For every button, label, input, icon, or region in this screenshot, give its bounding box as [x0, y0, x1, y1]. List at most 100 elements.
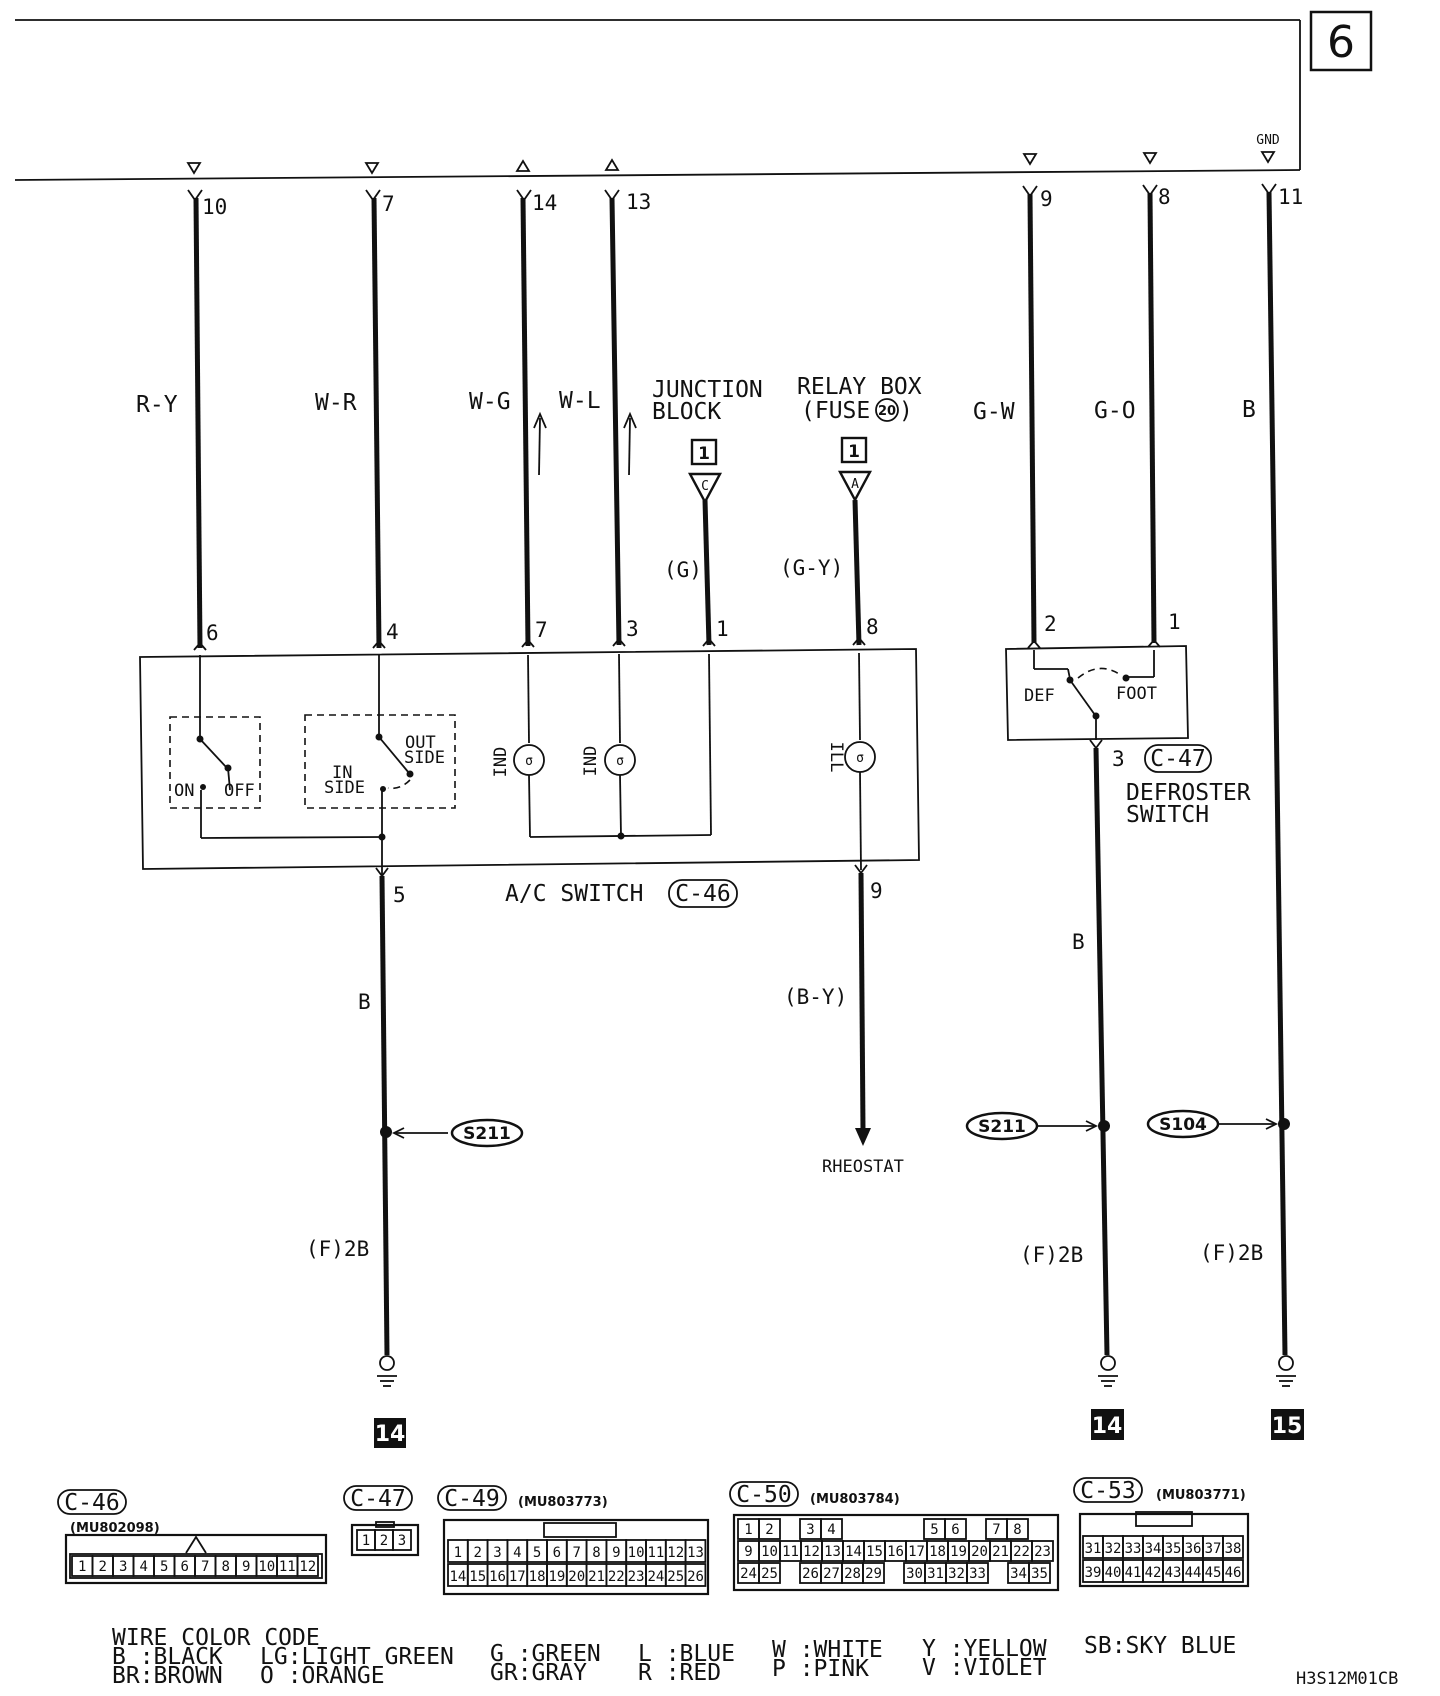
ac-switch-label: A/C SWITCH: [505, 881, 643, 907]
current-arrows: [533, 411, 637, 476]
wire-f2b-mid: (F)2B: [1020, 1243, 1083, 1267]
c53-pin-42: 42: [1145, 1565, 1162, 1581]
ac-pin-9: 9: [870, 879, 883, 903]
c53-pin-44: 44: [1185, 1565, 1202, 1581]
ac-pin-6: 6: [206, 621, 219, 645]
c50-pin-29-cell: [862, 1562, 885, 1584]
c50-pin-1: 1: [744, 1522, 752, 1538]
def-switch-label-2: SWITCH: [1126, 802, 1209, 828]
c50-pin-17: 17: [908, 1544, 925, 1560]
c50-pin-24: 24: [740, 1566, 757, 1582]
in-side-label-1: IN: [332, 763, 352, 783]
wire-g-y-paren: (G-Y): [780, 556, 843, 580]
switch-on-label: ON: [174, 781, 194, 801]
legend-y: Y :YELLOW: [922, 1636, 1047, 1662]
c46-pin-7: 7: [201, 1559, 209, 1575]
legend-sb: SB:SKY BLUE: [1084, 1633, 1236, 1659]
page-number-box: 6: [1309, 10, 1373, 72]
legend-p: P :PINK: [772, 1656, 869, 1682]
c50-pin-29: 29: [865, 1566, 882, 1582]
wire-g-paren: (G): [664, 558, 702, 582]
gnd-label: GND: [1256, 133, 1280, 148]
ground-mid: 14: [1091, 1355, 1124, 1440]
c53-pin-40: 40: [1105, 1565, 1122, 1581]
legend-v: V :VIOLET: [922, 1655, 1047, 1681]
wire-g-o: G-O: [1094, 398, 1136, 424]
wire-b-mid-right: B: [1072, 930, 1085, 954]
c49-pin-9: 9: [612, 1545, 620, 1561]
wire-color-legend: WIRE COLOR CODE B :BLACK BR:BROWN LG:LIG…: [112, 1625, 1236, 1689]
c49-pin-2: 2: [473, 1545, 481, 1561]
c49-pin-26: 26: [687, 1569, 704, 1585]
c50-pin-34: 34: [1010, 1566, 1027, 1582]
c50-pin-20: 20: [971, 1544, 988, 1560]
terminal-10: 10: [202, 195, 227, 219]
ind-label-1: IND: [491, 747, 511, 778]
c46-pin-5: 5: [160, 1559, 168, 1575]
splice-s104: S104: [1146, 1109, 1290, 1139]
c53-pin-45: 45: [1205, 1565, 1222, 1581]
c50-pin-10: 10: [761, 1544, 778, 1560]
ac-pin-1: 1: [716, 617, 729, 641]
c49-pin-21: 21: [588, 1569, 605, 1585]
c46-id: C-46: [64, 1490, 119, 1516]
c53-pin-37: 37: [1205, 1541, 1222, 1557]
junction-block-pin: C: [701, 479, 709, 494]
svg-text:σ: σ: [856, 751, 864, 766]
c47-id: C-47: [350, 1486, 405, 1512]
terminal-13: 13: [626, 190, 651, 214]
terminal-11: 11: [1278, 185, 1303, 209]
c53-pin-46-cell: [1222, 1559, 1244, 1583]
c46-pin-12: 12: [299, 1559, 316, 1575]
out-side-label-2: SIDE: [404, 748, 445, 768]
c50-pin-12: 12: [803, 1544, 820, 1560]
wire-w-l: W-L: [559, 388, 601, 414]
c49-pin-20: 20: [568, 1569, 585, 1585]
ill-label: ILL: [826, 742, 846, 773]
ac-pin-5: 5: [393, 883, 406, 907]
ac-pin-8: 8: [866, 615, 879, 639]
legend-lg: LG:LIGHT GREEN: [260, 1644, 454, 1670]
c46-pin-1: 1: [78, 1559, 86, 1575]
c49-pin-16: 16: [489, 1569, 506, 1585]
c50-pin-25-cell: [758, 1562, 781, 1584]
ground-mid-number: 14: [1092, 1414, 1123, 1439]
c49-pin-22: 22: [608, 1569, 625, 1585]
def-switch-connector: C-47: [1150, 746, 1205, 772]
c49-pin-5: 5: [533, 1545, 541, 1561]
c50-pin-27: 27: [823, 1566, 840, 1582]
ground-left-number: 14: [375, 1422, 406, 1447]
c50-pin-18: 18: [929, 1544, 946, 1560]
c53-id: C-53: [1080, 1478, 1135, 1504]
c49-pin-15: 15: [469, 1569, 486, 1585]
c50-pin-4: 4: [827, 1522, 835, 1538]
c49-pin-13: 13: [687, 1545, 704, 1561]
def-switch-label-1: DEFROSTER: [1126, 780, 1251, 806]
c53-pin-31: 31: [1085, 1541, 1102, 1557]
c50-pin-6: 6: [951, 1522, 959, 1538]
c53-pin-39: 39: [1085, 1565, 1102, 1581]
c50-pin-23: 23: [1034, 1544, 1051, 1560]
c53-pin-38: 38: [1225, 1541, 1242, 1557]
ac-switch: 6 4 7 3 1 8 ON OFF IN SIDE OUT SIDE: [139, 615, 920, 908]
c50-pin-33-cell: [966, 1562, 989, 1584]
c50-pin-9: 9: [744, 1544, 752, 1560]
wire-labels: R-Y W-R W-G W-L G-W G-O B (G) (G-Y) B (B…: [136, 388, 1263, 1267]
legend-title: WIRE COLOR CODE: [112, 1625, 320, 1651]
document-code: H3S12M01CB: [1296, 1669, 1398, 1689]
c49-pin-3: 3: [493, 1545, 501, 1561]
legend-r: R :RED: [638, 1660, 721, 1686]
c47-pin-2: 2: [380, 1533, 388, 1549]
legend-gr: GR:GRAY: [490, 1660, 587, 1686]
legend-b: B :BLACK: [112, 1644, 223, 1670]
svg-text:σ: σ: [616, 754, 624, 769]
c53-pin-36: 36: [1185, 1541, 1202, 1557]
c49-id: C-49: [444, 1486, 499, 1512]
s211-left-label: S211: [463, 1124, 511, 1144]
relay-box-pin: A: [851, 477, 859, 492]
c46-pin-9: 9: [242, 1559, 250, 1575]
